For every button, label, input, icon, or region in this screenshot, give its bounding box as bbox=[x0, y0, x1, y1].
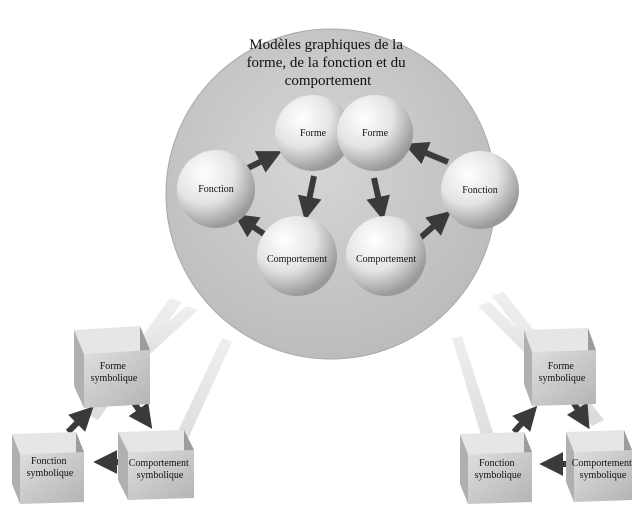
diagram-title: Modèles graphiques de la forme, de la fo… bbox=[247, 37, 410, 89]
sphere-label: Fonction bbox=[198, 184, 234, 195]
sphere-label: Forme bbox=[300, 128, 327, 139]
arrow-fonction-to-forme-right bbox=[404, 141, 450, 165]
beam-left-3 bbox=[170, 338, 232, 452]
svg-text:Comportement symbolique: Comportement symbolique bbox=[572, 458, 635, 481]
arrow-cube-fonction-to-forme-left bbox=[65, 406, 94, 435]
cube-forme-left: Forme symbolique bbox=[74, 326, 150, 408]
sphere-label: Fonction bbox=[462, 185, 498, 196]
sphere-comportement-right: Comportement bbox=[346, 216, 426, 296]
beam-right-1 bbox=[452, 336, 498, 452]
arrow-cube-fonction-to-forme-right bbox=[511, 405, 538, 434]
svg-text:Fonction symbolique: Fonction symbolique bbox=[475, 458, 522, 481]
cube-fonction-right: Fonction symbolique bbox=[460, 432, 532, 504]
svg-text:Forme symbolique: Forme symbolique bbox=[91, 361, 138, 384]
sphere-label: Forme bbox=[362, 128, 389, 139]
sphere-fonction-left: Fonction bbox=[177, 150, 255, 228]
arrow-forme-to-comportement-right bbox=[366, 177, 390, 221]
sphere-fonction-right: Fonction bbox=[441, 151, 519, 229]
cube-comportement-right: Comportement symbolique bbox=[566, 430, 635, 502]
svg-text:Forme symbolique: Forme symbolique bbox=[539, 361, 586, 384]
sphere-label: Comportement bbox=[267, 254, 327, 265]
cube-comportement-left: Comportement symbolique bbox=[118, 430, 194, 500]
cube-fonction-left: Fonction symbolique bbox=[12, 432, 84, 504]
svg-text:Fonction symbolique: Fonction symbolique bbox=[27, 456, 74, 479]
arrow-comportement-to-fonction-right bbox=[418, 210, 452, 241]
svg-text:Comportement symbolique: Comportement symbolique bbox=[129, 458, 192, 481]
arrow-forme-to-comportement-left bbox=[297, 175, 322, 221]
sphere-forme-left: Forme bbox=[275, 95, 351, 171]
sphere-comportement-left: Comportement bbox=[257, 216, 337, 296]
sphere-label: Comportement bbox=[356, 254, 416, 265]
sphere-forme-right: Forme bbox=[337, 95, 413, 171]
cube-forme-right: Forme symbolique bbox=[524, 328, 596, 406]
